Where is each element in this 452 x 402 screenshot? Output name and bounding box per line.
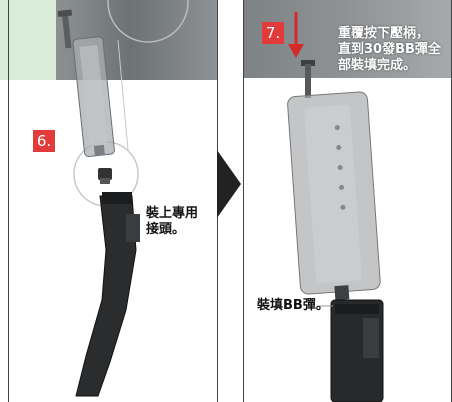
step-7-badge: 7. bbox=[262, 22, 284, 44]
next-step-arrow bbox=[217, 150, 241, 218]
left-panel-border-left bbox=[8, 0, 9, 402]
step-7-caption: 重覆按下壓柄， 直到30發BB彈全 部裝填完成。 bbox=[338, 26, 441, 73]
load-bb-label: 裝填BB彈。 bbox=[257, 298, 329, 313]
speed-loader-tube bbox=[287, 91, 381, 301]
top-zoom-circle bbox=[107, 0, 189, 43]
press-arrow-head bbox=[288, 44, 304, 58]
step-6-caption: 裝上專用 接頭。 bbox=[146, 206, 199, 237]
step-7-illustration bbox=[287, 12, 384, 402]
speed-loader-tube bbox=[57, 9, 115, 157]
step-6-illustration bbox=[57, 0, 189, 397]
zoom-connector-line bbox=[117, 39, 129, 151]
plunger-cap bbox=[301, 60, 315, 66]
mint-accent-block bbox=[0, 0, 56, 80]
step-6-panel: 6. 裝上專用 接頭。 bbox=[0, 0, 217, 402]
step-6-badge: 6. bbox=[33, 130, 55, 152]
adapter-piece bbox=[98, 168, 112, 180]
step-7-panel: 7. 重覆按下壓柄， 直到30發BB彈全 部裝填完成。 裝填BB彈。 bbox=[243, 0, 452, 402]
right-panel-border-left bbox=[243, 0, 244, 402]
